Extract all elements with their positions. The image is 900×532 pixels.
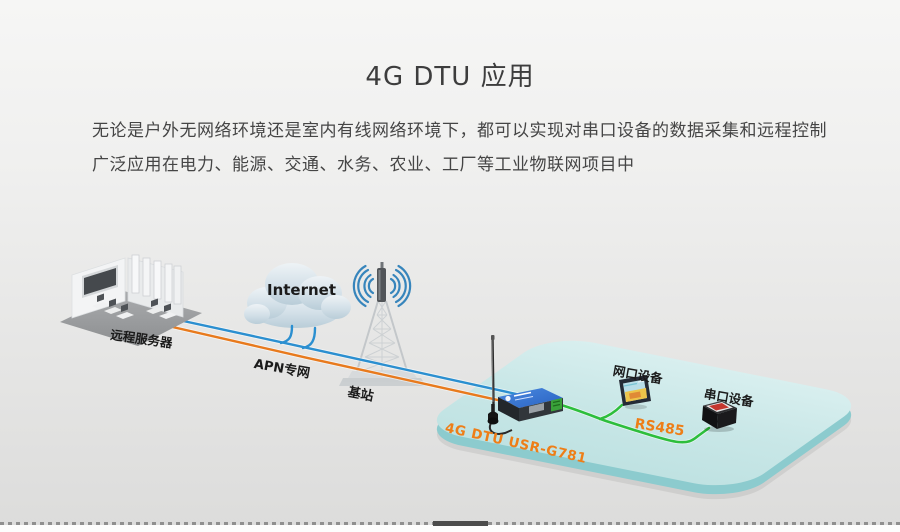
internet-label: Internet: [267, 281, 337, 299]
dtu-device: [487, 335, 563, 435]
iot-platform: [436, 340, 852, 500]
rs485-bus-line: [558, 402, 712, 445]
workstations: [92, 293, 177, 319]
serial-device-icon: [702, 400, 737, 432]
mast-tip: [380, 262, 384, 269]
antenna-icon: [487, 335, 513, 435]
remote-server-illustration: [60, 254, 202, 346]
cloud-drop-line: [301, 326, 317, 350]
apn-connection-line: [139, 317, 537, 411]
base-station-tower: [339, 262, 426, 386]
page-title: 4G DTU 应用: [365, 62, 535, 92]
internet-cloud-icon: [244, 263, 351, 328]
signal-waves-icon: [352, 264, 412, 308]
description-line-1: 无论是户外无网络环境还是室内有线网络环境下，都可以实现对串口设备的数据采集和远程…: [92, 121, 827, 141]
ethernet-device-icon: [619, 375, 651, 410]
description-line-2: 广泛应用在电力、能源、交通、水务、农业、工厂等工业物联网项目中: [92, 155, 635, 175]
db9-port: [529, 403, 544, 414]
server-racks: [131, 254, 182, 305]
crop-handle[interactable]: [433, 521, 488, 526]
bottom-strip: [0, 525, 900, 532]
cloud-drop-line: [279, 324, 294, 345]
internet-connection-line: [148, 311, 542, 402]
